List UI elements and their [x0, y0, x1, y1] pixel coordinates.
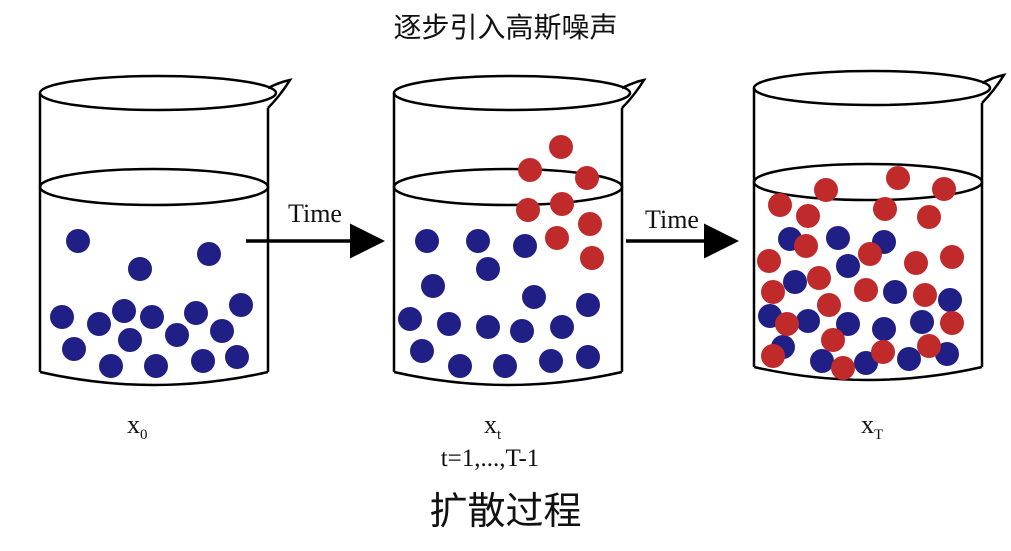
particles-xT-red: [757, 166, 964, 380]
label-x0-symbol: x: [127, 410, 140, 439]
label-x0: x0: [127, 410, 148, 444]
time-label-1: Time: [288, 199, 342, 228]
particles-x0: [50, 229, 253, 378]
particles-xt-red: [516, 135, 604, 270]
label-xt-symbol: x: [484, 410, 497, 439]
particles-xt-blue: [398, 229, 600, 378]
diagram-title: 逐步引入高斯噪声: [393, 11, 618, 44]
label-xt: xt: [484, 410, 501, 444]
label-x0-subscript: 0: [140, 427, 148, 443]
time-label-2: Time: [645, 205, 699, 234]
label-xT: xT: [861, 410, 883, 444]
label-xT-subscript: T: [874, 427, 884, 443]
beaker-xt: [392, 74, 647, 387]
label-xt-subscript: t: [497, 427, 502, 443]
beaker-xT: [752, 69, 1007, 382]
beaker-x0: [38, 74, 293, 387]
particles-xT-blue: [758, 226, 962, 375]
label-t-range: t=1,...,T-1: [440, 445, 540, 472]
diagram-caption: 扩散过程: [429, 489, 582, 533]
label-xT-symbol: x: [861, 410, 874, 439]
